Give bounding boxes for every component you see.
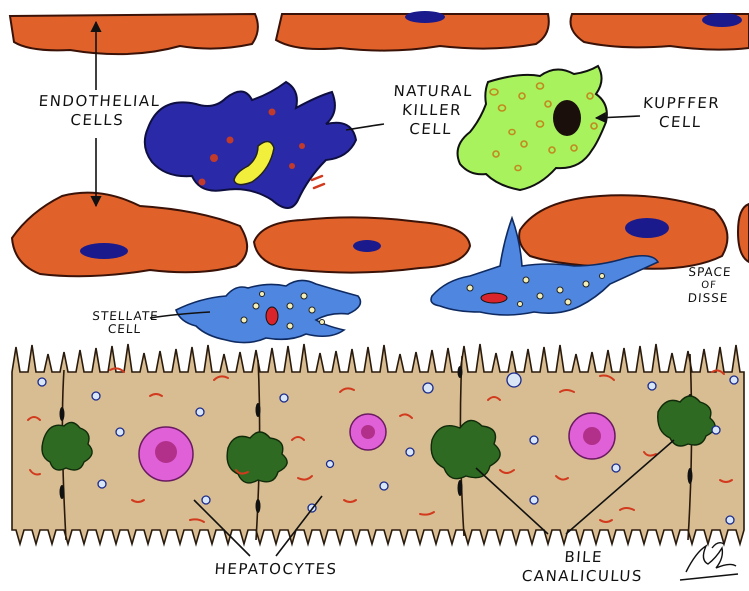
label-natural-killer-cell: NATURAL KILLER CELL: [384, 82, 480, 139]
granule: [269, 109, 276, 116]
granule-marks: [312, 176, 324, 188]
artist-signature: [680, 543, 738, 580]
hepatocyte-plate: [12, 344, 744, 544]
label-line: SPACE: [674, 266, 745, 279]
endothelial-nucleus: [353, 240, 381, 252]
label-space-of-disse: SPACE OF DISSE: [673, 266, 746, 305]
granule: [227, 137, 234, 144]
endothelial-nucleus: [405, 11, 445, 23]
label-bile-canaliculus: BILE CANALICULUS: [513, 548, 654, 586]
label-line: NATURAL: [387, 82, 480, 101]
granule: [199, 179, 206, 186]
label-line: CELLS: [37, 111, 158, 130]
endothelial-nucleus: [702, 13, 742, 27]
endothelial-cells-top: [10, 11, 749, 54]
kupffer-cell: [458, 66, 607, 190]
endothelial-nucleus: [80, 243, 128, 259]
endothelial-cell: [10, 14, 258, 54]
label-line: DISSE: [673, 292, 744, 305]
label-line: HEPATOCYTES: [205, 560, 346, 579]
stellate-nucleus: [481, 293, 507, 303]
endothelial-cell: [12, 193, 247, 277]
endothelial-cell: [519, 195, 727, 269]
label-kupffer-cell: KUPFFER CELL: [635, 94, 728, 132]
granule: [210, 154, 218, 162]
label-stellate-cell: STELLATE CELL: [81, 310, 169, 336]
label-line: CELL: [635, 113, 726, 132]
granule: [299, 143, 305, 149]
label-line: KILLER: [385, 101, 478, 120]
label-line: ENDOTHELIAL: [38, 92, 159, 111]
kupffer-nucleus: [553, 100, 581, 136]
natural-killer-cell: [145, 82, 356, 208]
label-line: CELL: [81, 323, 168, 336]
label-line: BILE: [514, 548, 653, 567]
label-endothelial-cells: ENDOTHELIAL CELLS: [37, 92, 160, 130]
label-hepatocytes: HEPATOCYTES: [205, 560, 346, 579]
label-line: CELL: [384, 120, 477, 139]
label-line: KUPFFER: [636, 94, 727, 113]
stellate-cell: [176, 280, 360, 342]
granule: [289, 163, 295, 169]
endothelial-nucleus: [625, 218, 669, 238]
nk-pointer: [346, 124, 384, 130]
stellate-nucleus: [266, 307, 278, 325]
endothelial-cell: [738, 204, 749, 262]
label-line: CANALICULUS: [513, 567, 652, 586]
